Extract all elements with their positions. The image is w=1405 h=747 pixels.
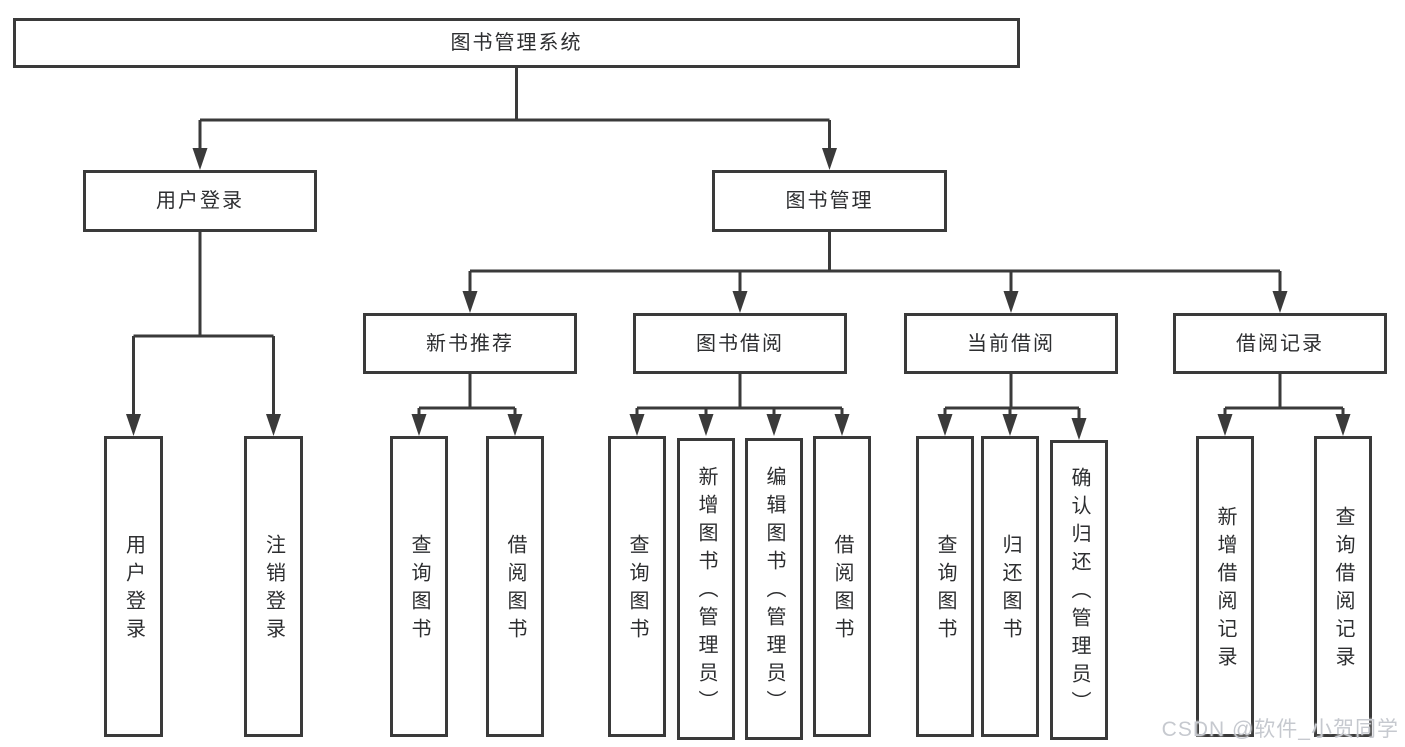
connector-paths bbox=[132, 68, 1345, 423]
arrowhead bbox=[766, 414, 782, 436]
arrowhead bbox=[698, 414, 714, 436]
node-user-login: 用户登录 bbox=[83, 170, 317, 232]
node-new-book-recommend: 新书推荐 bbox=[363, 313, 577, 374]
arrowhead bbox=[1002, 414, 1018, 436]
leaf-query-books-recommend: 查询图书 bbox=[390, 436, 448, 737]
csdn-watermark: CSDN @软件_小贺同学 bbox=[1161, 718, 1399, 741]
leaf-query-books-current: 查询图书 bbox=[916, 436, 974, 737]
arrowhead bbox=[266, 414, 281, 436]
node-borrowing-records: 借阅记录 bbox=[1173, 313, 1387, 374]
arrowhead bbox=[411, 414, 427, 436]
node-book-management: 图书管理 bbox=[712, 170, 947, 232]
arrowhead bbox=[629, 414, 645, 436]
leaf-add-borrow-record: 新增借阅记录 bbox=[1196, 436, 1254, 737]
leaf-query-borrow-record: 查询借阅记录 bbox=[1314, 436, 1372, 737]
leaf-query-books-borrowing: 查询图书 bbox=[608, 436, 666, 737]
leaf-edit-books-admin: 编辑图书（管理员） bbox=[745, 438, 803, 740]
arrowhead bbox=[1217, 414, 1233, 436]
connector-root-to-level2 bbox=[198, 68, 831, 153]
node-current-borrowing: 当前借阅 bbox=[904, 313, 1118, 374]
arrowheads bbox=[126, 148, 1351, 440]
arrowhead bbox=[462, 291, 478, 313]
connector-bookborrow-to-leaves bbox=[635, 374, 844, 420]
arrowhead bbox=[732, 291, 748, 313]
arrowhead bbox=[937, 414, 953, 436]
leaf-confirm-return-admin: 确认归还（管理员） bbox=[1050, 440, 1108, 740]
arrowhead bbox=[822, 148, 837, 170]
connector-records-to-leaves bbox=[1223, 374, 1345, 420]
connector-bookmgmt-to-level3 bbox=[468, 232, 1282, 296]
leaf-add-books-admin: 新增图书（管理员） bbox=[677, 438, 735, 740]
node-book-borrowing: 图书借阅 bbox=[633, 313, 847, 374]
leaf-logout: 注销登录 bbox=[244, 436, 303, 737]
connector-newbook-to-leaves bbox=[417, 374, 517, 420]
leaf-borrow-books-recommend: 借阅图书 bbox=[486, 436, 544, 737]
arrowhead bbox=[834, 414, 850, 436]
leaf-return-books: 归还图书 bbox=[981, 436, 1039, 737]
leaf-borrow-books: 借阅图书 bbox=[813, 436, 871, 737]
arrowhead bbox=[126, 414, 141, 436]
leaf-user-login: 用户登录 bbox=[104, 436, 163, 737]
arrowhead bbox=[192, 148, 208, 170]
node-root-library-system: 图书管理系统 bbox=[13, 18, 1020, 68]
connector-userlogin-to-leaves bbox=[132, 232, 275, 420]
arrowhead bbox=[1003, 291, 1019, 313]
arrowhead bbox=[1335, 414, 1351, 436]
arrowhead bbox=[1272, 291, 1288, 313]
arrowhead bbox=[507, 414, 523, 436]
arrowhead bbox=[1071, 418, 1087, 440]
